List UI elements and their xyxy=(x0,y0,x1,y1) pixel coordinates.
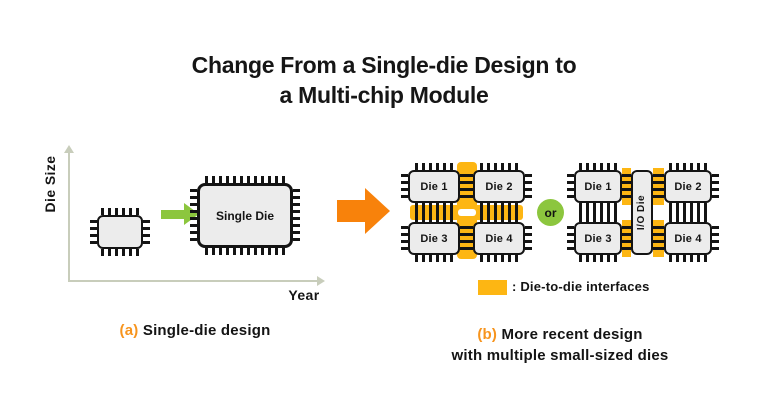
caption-a-text: Single-die design xyxy=(142,322,271,339)
year-axis-label: Year xyxy=(288,287,320,303)
pin-strip xyxy=(712,174,719,198)
die-label: Die 2 xyxy=(485,180,513,193)
pin-strip xyxy=(480,203,518,210)
pin-strip xyxy=(657,174,664,198)
pin-strip xyxy=(567,174,574,198)
single-die-chip: Single Die xyxy=(190,176,300,255)
x-axis-line xyxy=(68,280,318,282)
pin-strip xyxy=(579,215,617,222)
pin-strip xyxy=(480,163,518,170)
pin-strip xyxy=(466,226,473,250)
caption-b-text-1: More recent design xyxy=(501,326,643,343)
pin-strip xyxy=(669,215,707,222)
or-badge: or xyxy=(537,199,564,226)
legend-interface-swatch xyxy=(478,280,507,295)
pin-strip xyxy=(669,255,707,262)
green-arrow-icon xyxy=(161,210,184,219)
pin-strip xyxy=(669,203,707,210)
pin-strip xyxy=(525,174,532,198)
die-size-axis-label: Die Size xyxy=(42,155,58,213)
y-axis-arrowhead-icon xyxy=(64,145,74,153)
pin-strip xyxy=(415,203,453,210)
caption-b-text-2: with multiple small-sized dies xyxy=(451,347,669,364)
pin-strip xyxy=(480,255,518,262)
die-label: Die 2 xyxy=(674,180,702,193)
pin-strip xyxy=(293,189,300,241)
single-die-label: Single Die xyxy=(215,208,274,223)
io-die-label: I/O Die xyxy=(636,194,648,231)
pin-strip xyxy=(401,174,408,198)
module-b-die-4-chip: Die 4 xyxy=(657,215,719,262)
caption-b: (b) More recent design with multiple sma… xyxy=(410,324,710,366)
caption-b-marker: (b) xyxy=(477,326,498,343)
caption-a-marker: (a) xyxy=(119,322,139,339)
pin-strip xyxy=(480,215,518,222)
title-line-1: Change From a Single-die Design to xyxy=(191,52,577,78)
pin-strip xyxy=(525,226,532,250)
chip-body: Die 4 xyxy=(473,222,525,255)
pin-strip xyxy=(205,248,285,255)
interface-center-gap xyxy=(458,209,476,216)
pin-strip xyxy=(712,226,719,250)
orange-arrow-head-icon xyxy=(365,188,390,234)
chip-body: Single Die xyxy=(197,183,293,248)
module-a-die-4-chip: Die 4 xyxy=(466,215,532,262)
diagram-title: Change From a Single-die Design to a Mul… xyxy=(0,50,768,110)
pin-strip xyxy=(567,226,574,250)
die-label: Die 4 xyxy=(674,232,702,245)
pin-strip xyxy=(90,220,97,244)
pin-strip xyxy=(205,176,285,183)
die-label: Die 1 xyxy=(420,180,448,193)
x-axis-arrowhead-icon xyxy=(317,276,325,286)
y-axis-line xyxy=(68,153,70,282)
chip-body: Die 1 xyxy=(408,170,460,203)
chip-body: Die 2 xyxy=(664,170,712,203)
small-die-chip xyxy=(90,208,150,256)
io-die-chip: I/O Die xyxy=(631,170,653,255)
chip-body: Die 2 xyxy=(473,170,525,203)
pin-strip xyxy=(579,203,617,210)
module-b-die-3-chip: Die 3 xyxy=(567,215,629,262)
module-b-die-1-chip: Die 1 xyxy=(567,163,629,210)
pin-strip xyxy=(579,163,617,170)
pin-strip xyxy=(415,163,453,170)
chip-body: Die 1 xyxy=(574,170,622,203)
die-label: Die 4 xyxy=(485,232,513,245)
pin-strip xyxy=(622,174,629,198)
chip-body: I/O Die xyxy=(631,170,653,255)
pin-strip xyxy=(657,226,664,250)
pin-strip xyxy=(401,226,408,250)
module-b-die-2-chip: Die 2 xyxy=(657,163,719,210)
pin-strip xyxy=(466,174,473,198)
pin-strip xyxy=(669,163,707,170)
pin-strip xyxy=(460,174,467,198)
chip-body: Die 3 xyxy=(574,222,622,255)
caption-a: (a) Single-die design xyxy=(75,320,315,341)
pin-strip xyxy=(143,220,150,244)
module-a-die-2-chip: Die 2 xyxy=(466,163,532,210)
title-line-2: a Multi-chip Module xyxy=(279,82,489,108)
die-label: Die 3 xyxy=(584,232,612,245)
pin-strip xyxy=(579,255,617,262)
pin-strip xyxy=(415,215,453,222)
legend-label: : Die-to-die interfaces xyxy=(512,279,650,294)
chip-body xyxy=(97,215,143,249)
pin-strip xyxy=(622,226,629,250)
pin-strip xyxy=(460,226,467,250)
caption-b-line-1: (b) More recent design xyxy=(410,324,710,345)
pin-strip xyxy=(190,189,197,241)
module-a-die-3-chip: Die 3 xyxy=(401,215,467,262)
orange-arrow-icon xyxy=(337,200,365,222)
die-label: Die 1 xyxy=(584,180,612,193)
chip-body: Die 4 xyxy=(664,222,712,255)
pin-strip xyxy=(101,249,139,256)
pin-strip xyxy=(415,255,453,262)
die-label: Die 3 xyxy=(420,232,448,245)
chip-body: Die 3 xyxy=(408,222,460,255)
pin-strip xyxy=(101,208,139,215)
module-a-die-1-chip: Die 1 xyxy=(401,163,467,210)
